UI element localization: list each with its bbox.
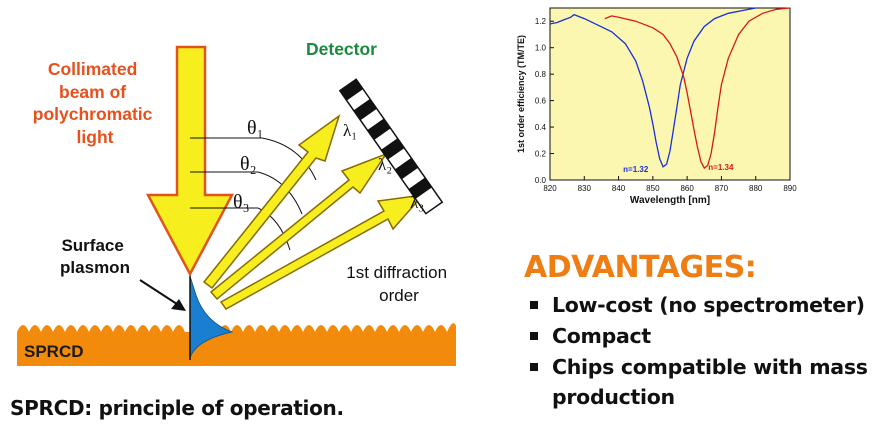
y-tick-label: 1.0 xyxy=(535,44,547,53)
x-tick-label: 850 xyxy=(646,184,660,193)
advantages-title: ADVANTAGES: xyxy=(524,250,757,285)
substrate-label: SPRCD xyxy=(24,342,84,361)
chart-ticks xyxy=(549,20,791,181)
diffraction-label: 1st diffraction order xyxy=(346,263,452,305)
surface-plasmon-shape xyxy=(189,275,234,359)
diagram-caption: SPRCD: principle of operation. xyxy=(10,396,344,420)
y-tick-label: 0.0 xyxy=(535,176,547,185)
x-tick-label: 830 xyxy=(578,184,592,193)
advantage-item: Low-cost (no spectrometer) xyxy=(528,290,878,321)
x-tick-label: 880 xyxy=(749,184,763,193)
series-line-2 xyxy=(604,7,791,170)
y-tick-label: 1.2 xyxy=(535,17,547,26)
y-tick-label: 0.6 xyxy=(535,97,547,106)
diffracted-arrow-3 xyxy=(219,193,425,310)
beam-label: Collimated beam of polychromatic light xyxy=(33,59,158,147)
advantage-item: Compact xyxy=(528,321,878,352)
incident-beam-arrow xyxy=(145,45,235,277)
plasmon-pointer-line xyxy=(139,279,181,307)
series-label-1: n=1.32 xyxy=(623,165,649,174)
plot-background xyxy=(549,7,791,181)
detector-strip xyxy=(338,78,444,215)
advantages-list: Low-cost (no spectrometer) Compact Chips… xyxy=(528,290,878,412)
x-tick-label: 820 xyxy=(543,184,557,193)
series-line-1 xyxy=(549,7,756,168)
lambda-3-label: λ₃ xyxy=(410,193,424,212)
angle-arc-1 xyxy=(261,137,317,181)
chart-series xyxy=(549,7,791,170)
diffracted-arrows xyxy=(202,114,425,310)
chart-labels: 820 830 840 850 860 870 880 890 0.0 0.2 0.4 0.6 0.8 1… xyxy=(516,17,797,206)
bullet-icon xyxy=(530,301,538,309)
x-tick-label: 840 xyxy=(612,184,626,193)
x-tick-label: 870 xyxy=(715,184,729,193)
lambda-1-label: λ₁ xyxy=(343,121,357,140)
series-label-2: n=1.34 xyxy=(708,163,734,172)
y-tick-label: 0.4 xyxy=(535,123,547,132)
y-tick-label: 0.8 xyxy=(535,70,547,79)
sprcd-substrate xyxy=(17,323,456,366)
theta-3-label: θ₃ xyxy=(233,191,250,213)
diffracted-arrow-2 xyxy=(209,152,388,301)
advantage-item: Chips compatible with mass production xyxy=(528,352,878,412)
y-axis-label: 1st order efficiency (TM/TE) xyxy=(516,35,526,153)
diffracted-arrow-1 xyxy=(202,114,341,290)
theta-1-label: θ₁ xyxy=(247,117,264,139)
lambda-2-label: λ₂ xyxy=(378,155,392,174)
x-tick-label: 890 xyxy=(783,184,797,193)
plasmon-label: Surface plasmon xyxy=(60,236,130,277)
plasmon-pointer-head xyxy=(171,299,186,311)
bullet-icon xyxy=(530,363,538,371)
bullet-icon xyxy=(530,332,538,340)
sprcd-diagram: SPRCD Collimated beam of polychromatic l… xyxy=(17,39,456,366)
detector-label: Detector xyxy=(306,39,377,59)
theta-2-label: θ₂ xyxy=(240,153,257,175)
efficiency-chart: 820 830 840 850 860 870 880 890 0.0 0.2 0.4 0.6 0.8 1… xyxy=(516,7,797,206)
x-tick-label: 860 xyxy=(680,184,694,193)
y-tick-label: 0.2 xyxy=(535,150,547,159)
x-axis-label: Wavelength [nm] xyxy=(630,195,710,206)
